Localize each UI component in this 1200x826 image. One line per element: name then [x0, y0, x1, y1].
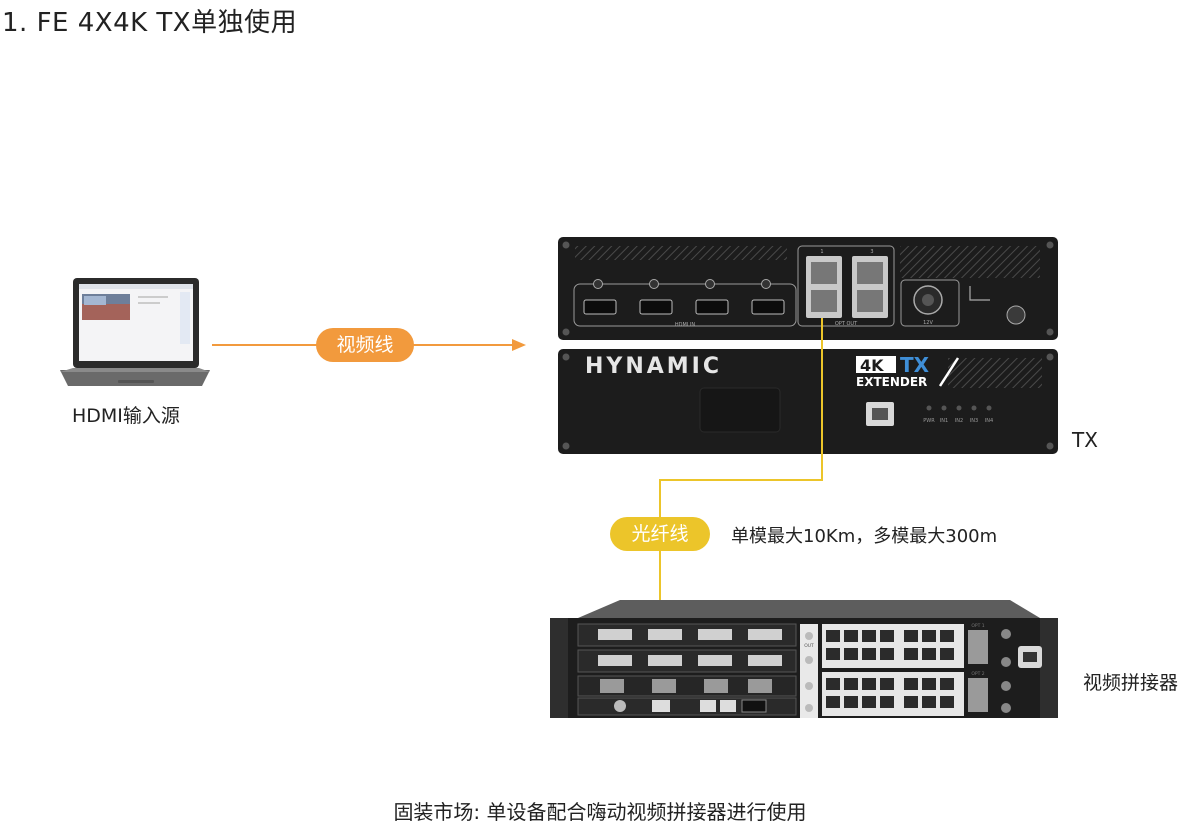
opt-port-1	[806, 256, 842, 318]
processor-opt-label-1: OPT 1	[971, 623, 984, 629]
tx-back-panel	[558, 237, 1058, 340]
processor-label: 视频拼接器	[1083, 672, 1179, 694]
led-label-pwr: PWR	[923, 418, 935, 424]
badge-tx-text: TX	[900, 353, 930, 377]
fiber-distance-note: 单模最大10Km，多模最大300m	[731, 526, 998, 547]
opt-port-3	[852, 256, 888, 318]
processor-out-label: OUT	[804, 643, 814, 649]
led-label-in3: IN3	[970, 418, 978, 424]
led-label-in2: IN2	[955, 418, 963, 424]
hdmi-source-label: HDMI输入源	[72, 405, 180, 427]
video-processor-device	[550, 600, 1058, 718]
tx-brand-text: HYNAMIC	[585, 354, 722, 379]
hdmi-port-4	[751, 279, 785, 315]
ground-screw-icon	[1006, 305, 1026, 325]
badge-extender-text: EXTENDER	[856, 375, 927, 389]
tx-front-panel	[558, 349, 1058, 454]
fiber-cable-line	[659, 318, 823, 652]
opt-port-label-1: 1	[820, 249, 823, 255]
hdmi-port-3	[695, 279, 729, 315]
led-label-in1: IN1	[940, 418, 948, 424]
led-label-in4: IN4	[985, 418, 993, 424]
hdmi-port-2	[639, 279, 673, 315]
fiber-cable-label: 光纤线	[610, 517, 710, 551]
badge-4k-text: 4K	[860, 356, 884, 375]
video-cable-arrowhead	[512, 339, 526, 351]
page-title: 1. FE 4X4K TX单独使用	[2, 8, 298, 38]
badge-slash	[938, 357, 960, 387]
processor-opt-label-2: OPT 2	[971, 671, 984, 677]
badge-4k-bg	[856, 356, 896, 373]
laptop-icon	[60, 278, 210, 386]
opt-port-label-3: 3	[870, 249, 873, 255]
bottom-caption: 固装市场: 单设备配合嗨动视频拼接器进行使用	[393, 800, 807, 824]
video-cable-label: 视频线	[316, 328, 414, 362]
tx-label: TX	[1072, 428, 1098, 452]
hdmi-port-1	[583, 279, 617, 315]
hdmi-in-label: HDMI IN	[675, 322, 695, 328]
opt-out-label: OPT OUT	[835, 321, 858, 327]
power-label: 12V	[923, 320, 933, 326]
